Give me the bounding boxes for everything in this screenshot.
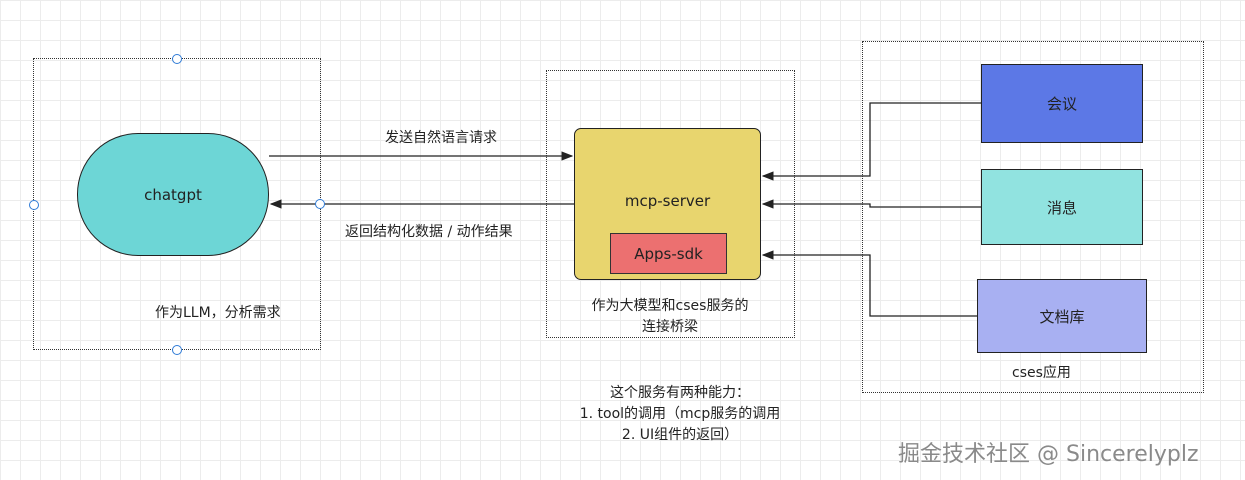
server-caption: 作为大模型和cses服务的 连接桥梁 — [570, 296, 770, 338]
watermark: 掘金技术社区 @ Sincerelyplz — [898, 442, 1199, 467]
capabilities-note: 这个服务有两种能力： 1. tool的调用（mcp服务的调用 2. UI组件的返… — [540, 383, 820, 446]
response-arrow-label: 返回结构化数据 / 动作结果 — [345, 224, 513, 240]
chatgpt-label: chatgpt — [144, 185, 202, 204]
message-connector — [761, 199, 981, 209]
message-node[interactable]: 消息 — [981, 169, 1143, 245]
meeting-connector — [761, 102, 981, 181]
server-caption-line-1: 作为大模型和cses服务的 — [591, 298, 749, 314]
meeting-node[interactable]: 会议 — [981, 64, 1143, 143]
capabilities-note-line-2: 1. tool的调用（mcp服务的调用 — [579, 406, 781, 422]
selection-handle-bottom[interactable] — [172, 345, 182, 355]
chatgpt-caption: 作为LLM，分析需求 — [155, 305, 281, 321]
connection-point[interactable] — [315, 199, 325, 209]
docs-node[interactable]: 文档库 — [977, 279, 1147, 353]
mcp-server-node[interactable]: mcp-server — [574, 128, 761, 280]
request-arrow-label: 发送自然语言请求 — [385, 130, 497, 146]
docs-connector — [761, 250, 977, 317]
selection-handle-top[interactable] — [172, 54, 182, 64]
capabilities-note-line-1: 这个服务有两种能力： — [610, 385, 750, 401]
message-label: 消息 — [1046, 198, 1077, 217]
docs-label: 文档库 — [1039, 307, 1085, 326]
meeting-label: 会议 — [1046, 95, 1077, 113]
apps-sdk-label: Apps-sdk — [634, 244, 703, 263]
chatgpt-node[interactable]: chatgpt — [77, 133, 269, 256]
cses-caption: cses应用 — [1012, 365, 1071, 381]
cses-container — [862, 41, 1204, 393]
mcp-server-label: mcp-server — [624, 192, 711, 210]
apps-sdk-node[interactable]: Apps-sdk — [610, 233, 727, 274]
server-caption-line-2: 连接桥梁 — [642, 319, 698, 335]
selection-handle-left[interactable] — [29, 200, 39, 210]
capabilities-note-line-3: 2. UI组件的返回） — [621, 427, 739, 443]
